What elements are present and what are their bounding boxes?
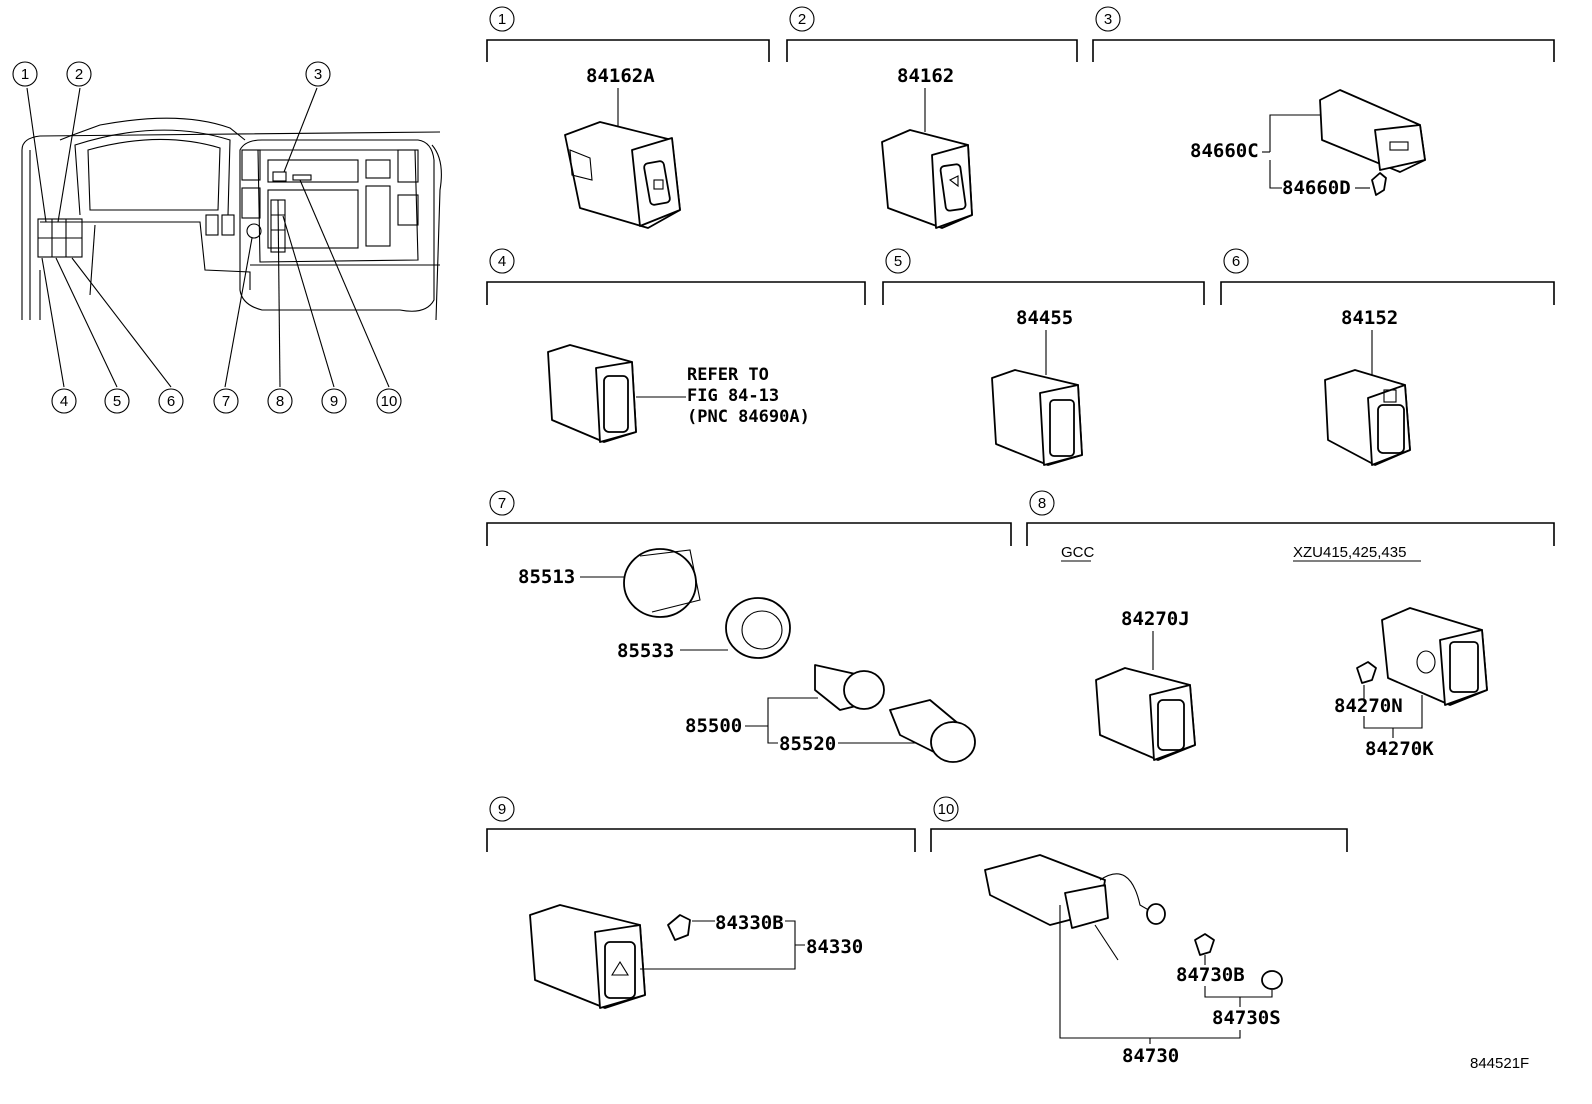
switch-part-icon bbox=[1319, 89, 1426, 173]
overview-callout-2: 2 bbox=[66, 61, 92, 87]
bulb-icon bbox=[1356, 661, 1377, 684]
overview-callout-10: 10 bbox=[376, 388, 402, 414]
part-label-84455: 84455 bbox=[1016, 307, 1073, 329]
callout-number: 1 bbox=[21, 66, 29, 83]
callout-number: 2 bbox=[75, 66, 83, 83]
part-label-84162A: 84162A bbox=[586, 65, 655, 87]
callout-number: 9 bbox=[330, 393, 338, 410]
section-number: 1 bbox=[498, 11, 506, 28]
condition-label-gcc: GCC bbox=[1061, 544, 1095, 561]
overview-callout-8: 8 bbox=[267, 388, 293, 414]
part-label-85513: 85513 bbox=[518, 566, 575, 588]
callout-number: 8 bbox=[276, 393, 284, 410]
section-6: 6 84152 bbox=[1220, 248, 1555, 466]
part-label-85520: 85520 bbox=[779, 733, 836, 755]
switch-part-icon bbox=[529, 904, 646, 1009]
reference-note-line-2: FIG 84-13 bbox=[687, 386, 779, 406]
overview-callout-4: 4 bbox=[51, 388, 77, 414]
overview-callout-7: 7 bbox=[213, 388, 239, 414]
lighter-plug-icon bbox=[889, 699, 976, 763]
section-10: 10 84730B 84730S 84730 bbox=[930, 796, 1348, 1067]
condition-label-xzu: XZU415,425,435 bbox=[1293, 544, 1406, 561]
callout-number: 7 bbox=[222, 393, 230, 410]
switch-part-icon bbox=[1095, 667, 1196, 761]
bulb-icon bbox=[1194, 933, 1215, 956]
bulb-socket-icon bbox=[1261, 970, 1283, 990]
switch-part-icon bbox=[547, 344, 637, 443]
overview-callout-5: 5 bbox=[104, 388, 130, 414]
callout-number: 5 bbox=[113, 393, 121, 410]
part-label-84270K: 84270K bbox=[1365, 738, 1434, 760]
switch-assembly-icon bbox=[984, 854, 1166, 961]
section-number: 9 bbox=[498, 801, 506, 818]
reference-note-line-3: (PNC 84690A) bbox=[687, 407, 810, 427]
part-label-84730: 84730 bbox=[1122, 1045, 1179, 1067]
section-number: 5 bbox=[894, 253, 902, 270]
section-9: 9 84330B 84330 bbox=[486, 796, 916, 1009]
part-label-84152: 84152 bbox=[1341, 307, 1398, 329]
section-number: 4 bbox=[498, 253, 506, 270]
switch-part-icon bbox=[564, 121, 681, 229]
section-3: 3 84660C 84660D bbox=[1092, 6, 1555, 199]
dashboard-overview bbox=[21, 117, 442, 321]
switch-part-icon bbox=[881, 129, 973, 229]
lighter-socket-icon bbox=[814, 664, 885, 711]
section-4: 4 REFER TO FIG 84-13 (PNC 84690A) bbox=[486, 248, 866, 443]
section-1: 1 84162A bbox=[486, 6, 770, 229]
section-number: 10 bbox=[938, 801, 955, 818]
switch-part-icon bbox=[991, 369, 1083, 466]
section-number: 7 bbox=[498, 495, 506, 512]
section-number: 2 bbox=[798, 11, 806, 28]
bulb-icon bbox=[667, 914, 691, 941]
part-label-84270N: 84270N bbox=[1334, 695, 1403, 717]
part-label-84330: 84330 bbox=[806, 936, 863, 958]
part-label-84660D: 84660D bbox=[1282, 177, 1351, 199]
overview-callouts: 1 2 3 4 5 6 7 8 9 10 bbox=[12, 61, 402, 414]
callout-number: 6 bbox=[167, 393, 175, 410]
part-label-85533: 85533 bbox=[617, 640, 674, 662]
part-label-84270J: 84270J bbox=[1121, 608, 1190, 630]
overview-callout-1: 1 bbox=[12, 61, 38, 87]
overview-callout-3: 3 bbox=[305, 61, 331, 87]
part-label-84660C: 84660C bbox=[1190, 140, 1259, 162]
switch-part-icon bbox=[1381, 607, 1488, 706]
callout-number: 10 bbox=[381, 393, 398, 410]
section-number: 8 bbox=[1038, 495, 1046, 512]
ring-part-icon bbox=[623, 548, 701, 618]
callout-number: 3 bbox=[314, 66, 322, 83]
section-5: 5 84455 bbox=[882, 248, 1205, 466]
ring-part-icon bbox=[725, 597, 791, 659]
part-label-84730B: 84730B bbox=[1176, 964, 1245, 986]
section-2: 2 84162 bbox=[786, 6, 1078, 229]
figure-id: 844521F bbox=[1470, 1055, 1529, 1072]
overview-callout-9: 9 bbox=[321, 388, 347, 414]
bulb-icon bbox=[1371, 172, 1387, 196]
section-7: 7 85513 85533 85500 85520 bbox=[486, 490, 1012, 763]
overview-callout-6: 6 bbox=[158, 388, 184, 414]
callout-number: 4 bbox=[60, 393, 68, 410]
part-label-84730S: 84730S bbox=[1212, 1007, 1281, 1029]
part-label-85500: 85500 bbox=[685, 715, 742, 737]
part-label-84162: 84162 bbox=[897, 65, 954, 87]
section-8: 8 GCC XZU415,425,435 84270J 84270N 84270… bbox=[1026, 490, 1555, 761]
section-number: 3 bbox=[1104, 11, 1112, 28]
reference-note-line-1: REFER TO bbox=[687, 365, 769, 385]
section-number: 6 bbox=[1232, 253, 1240, 270]
switch-part-icon bbox=[1324, 369, 1411, 466]
part-label-84330B: 84330B bbox=[715, 912, 784, 934]
